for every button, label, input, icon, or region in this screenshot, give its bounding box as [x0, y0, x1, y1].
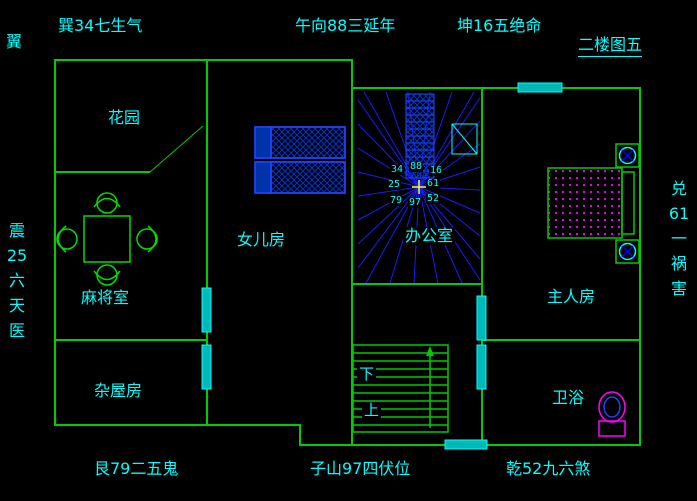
room-label-bathroom: 卫浴: [552, 388, 585, 407]
stair-outline: [352, 344, 449, 433]
bed-pillow: [254, 126, 272, 159]
star-number-top-right: 16: [429, 165, 444, 176]
chair: [136, 228, 158, 250]
daughter-beds: [254, 126, 346, 194]
window-hall-south: [444, 439, 488, 450]
chair-back: [57, 225, 67, 253]
wall-cabinet: [451, 123, 478, 155]
label-direction-kun: 坤16五绝命: [457, 16, 542, 35]
label-corner-mark: 翼: [6, 32, 23, 51]
chair-back: [93, 197, 121, 208]
ceiling-lamp: [615, 239, 640, 264]
chair: [56, 228, 78, 250]
mahjong-table-set: [56, 192, 158, 286]
label-direction-zi: 子山97四伏位: [310, 459, 411, 478]
stair-label-down: 下: [357, 365, 377, 383]
star-number-mid-right: 61: [426, 178, 441, 189]
room-label-garden: 花园: [108, 108, 141, 127]
mahjong-table: [83, 215, 131, 263]
ceiling-lamp: [615, 143, 640, 168]
room-label-daughter: 女儿房: [237, 230, 286, 249]
room-label-mahjong: 麻将室: [81, 288, 130, 307]
window-daughter-west: [201, 287, 212, 333]
star-number-mid-left: 25: [387, 179, 402, 190]
master-bed: [547, 143, 640, 264]
label-direction-wu: 午向88三延年: [295, 16, 396, 35]
bed-pillow: [254, 161, 272, 194]
window-master-north: [517, 82, 563, 93]
windows: [201, 82, 563, 450]
room-label-storage: 杂屋房: [94, 381, 143, 400]
fan-center-mark: [412, 180, 426, 194]
toilet: [598, 391, 626, 437]
chair: [96, 264, 118, 286]
chair-back: [93, 270, 121, 281]
bed-mattress: [547, 167, 623, 239]
star-number-bottom-left: 79: [389, 195, 404, 206]
room-label-master: 主人房: [547, 287, 596, 306]
label-direction-xun: 巽34七生气: [58, 16, 143, 35]
label-direction-dui: 兑 61 一 祸 害: [668, 179, 690, 298]
bed-headboard: [621, 171, 635, 235]
sheet-title: 二楼图五: [578, 36, 643, 57]
window-storage-east: [201, 344, 212, 390]
label-direction-zhen: 震 25 六 天 医: [6, 221, 28, 340]
star-number-bottom-center: 97: [408, 197, 423, 208]
bed-mattress: [270, 126, 346, 159]
garden-door-swing: [149, 125, 204, 173]
stair-label-up: 上: [362, 401, 382, 419]
stair-arrow-head: [426, 346, 434, 356]
chair-back: [147, 225, 157, 253]
bed-mattress: [270, 161, 346, 194]
room-label-office: 办公室: [403, 226, 456, 245]
star-number-bottom-right: 52: [426, 193, 441, 204]
label-direction-qian: 乾52九六煞: [506, 459, 591, 478]
label-direction-gen: 艮79二五鬼: [94, 459, 179, 478]
window-hall-master: [476, 295, 487, 341]
window-hall-bath: [476, 344, 487, 390]
star-number-top-center: 88: [409, 161, 424, 172]
chair: [96, 192, 118, 214]
outer-wall: [54, 59, 641, 446]
star-number-top-left: 34: [390, 164, 405, 175]
staircase: [352, 344, 449, 433]
